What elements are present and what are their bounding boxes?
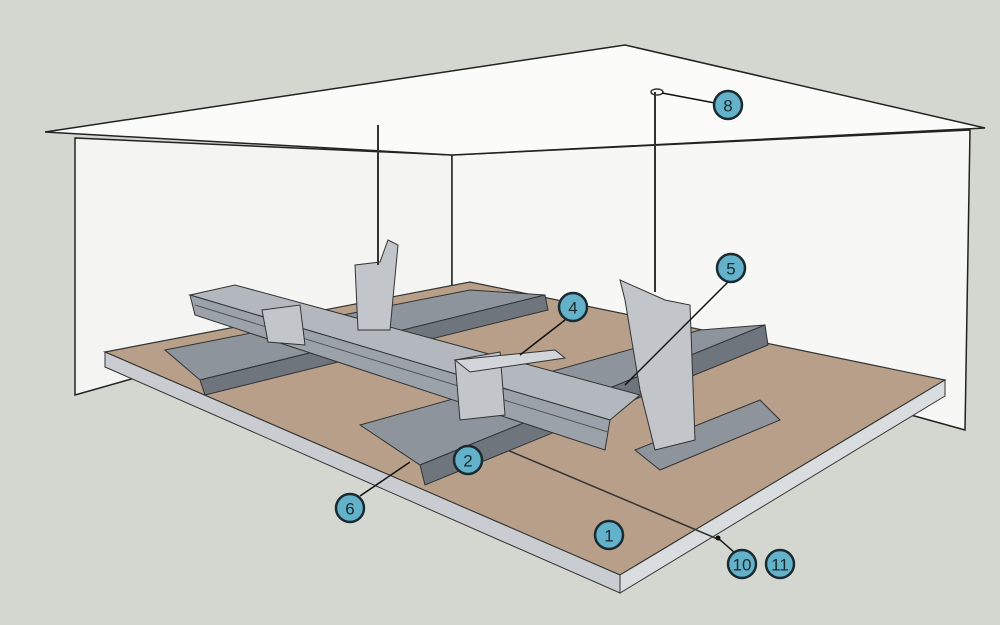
callout-10: 10 (726, 548, 758, 580)
svg-text:5: 5 (726, 260, 735, 279)
right-wall (451, 129, 971, 431)
svg-text:2: 2 (463, 452, 472, 471)
svg-text:11: 11 (771, 556, 789, 575)
channel-clip (261, 304, 306, 346)
svg-text:8: 8 (723, 97, 732, 116)
callout-2: 2 (452, 444, 484, 476)
leader-dot (715, 535, 721, 541)
svg-text:1: 1 (604, 527, 613, 546)
callout-5: 5 (715, 252, 747, 284)
callout-1: 1 (593, 519, 625, 551)
ceiling-plane (44, 44, 986, 156)
plasterboard-right-edge (619, 379, 946, 594)
svg-text:6: 6 (345, 500, 354, 519)
callout-6: 6 (334, 492, 366, 524)
callout-8: 8 (712, 89, 744, 121)
svg-text:4: 4 (568, 299, 577, 318)
hanger-bracket (619, 279, 696, 451)
hanger-bracket (354, 239, 399, 331)
callout-11: 11 (764, 548, 796, 580)
svg-text:10: 10 (733, 556, 752, 575)
leader-lines (359, 92, 736, 554)
ceiling-anchor (650, 88, 664, 96)
callout-4: 4 (557, 291, 589, 323)
